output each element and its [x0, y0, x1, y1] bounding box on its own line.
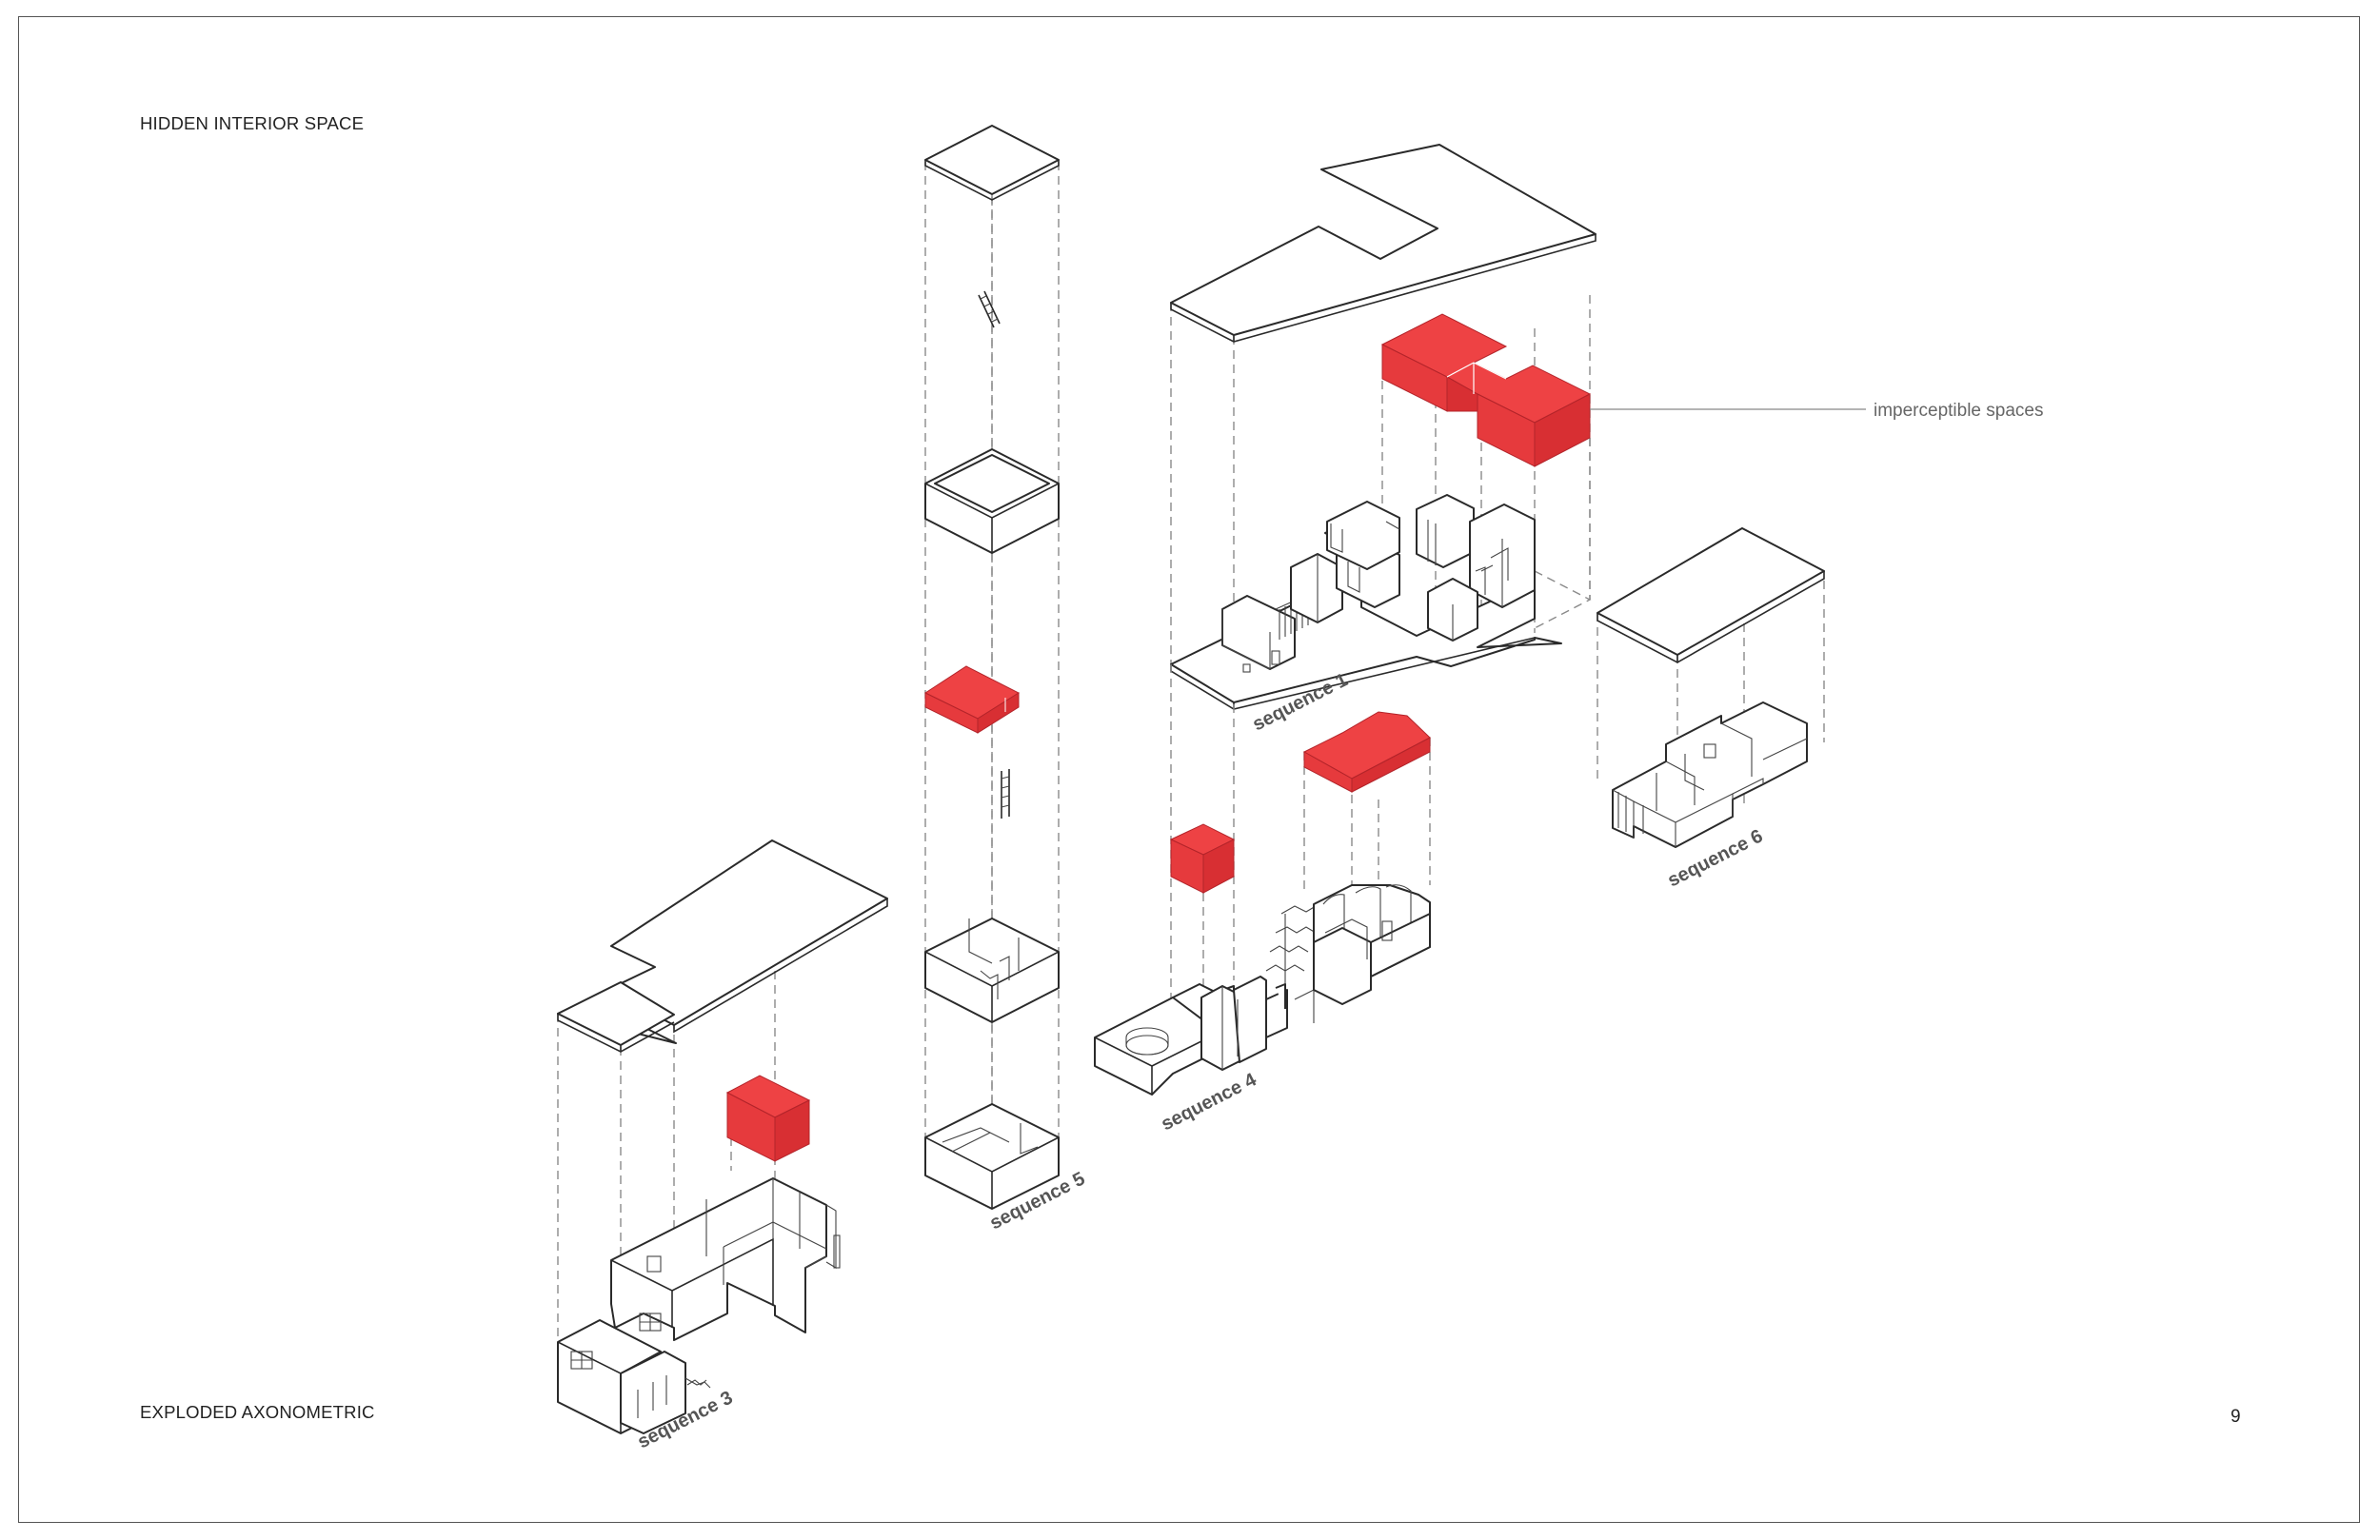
- ladder-lower: [1001, 769, 1010, 819]
- hidden-space-seq4-small: [1169, 823, 1236, 894]
- hidden-space-seq3: [725, 1075, 811, 1162]
- sequence-5-tower: [923, 125, 1060, 1210]
- sequence-1: [1170, 144, 1866, 710]
- imperceptible-spaces-label: imperceptible spaces: [1874, 401, 2043, 421]
- page-number: 9: [2231, 1407, 2241, 1427]
- sequence-3: [557, 839, 888, 1434]
- page-subtitle: EXPLODED AXONOMETRIC: [140, 1402, 375, 1422]
- page-title: HIDDEN INTERIOR SPACE: [140, 113, 365, 133]
- sequence-6: [1597, 527, 1825, 848]
- hidden-space-seq4-vault: [1302, 711, 1431, 793]
- sequence-4: [1094, 664, 1431, 1096]
- hidden-space-seq1: [1380, 313, 1592, 467]
- ladder-upper: [978, 290, 1001, 328]
- windows-seq3: [570, 1313, 662, 1370]
- hidden-space-seq5: [923, 665, 1021, 734]
- page-frame: [18, 16, 2360, 1523]
- sequence-4-label: sequence 4: [1158, 1069, 1260, 1135]
